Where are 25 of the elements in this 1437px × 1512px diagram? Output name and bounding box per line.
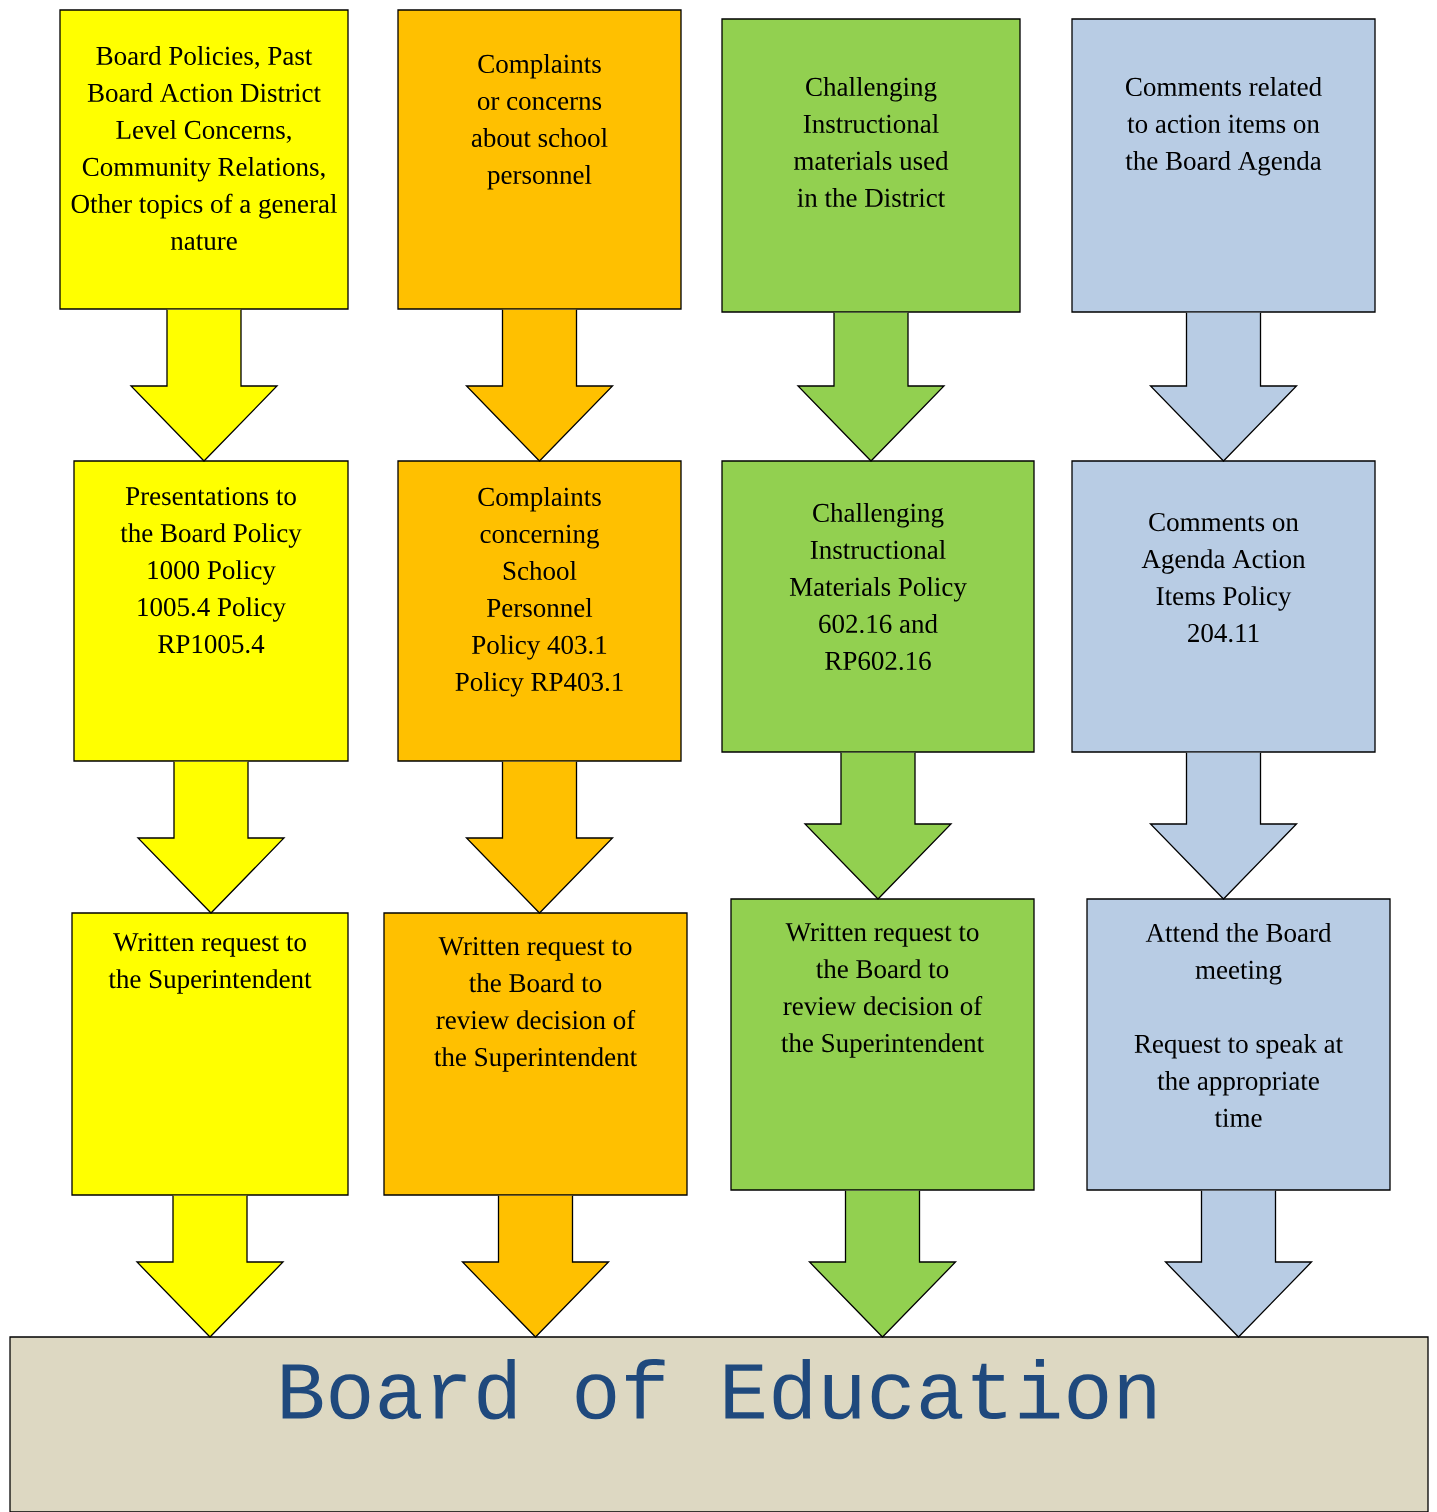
block-arrow <box>464 309 615 462</box>
board-box: Board of Education <box>9 1336 1429 1512</box>
process-box: Comments related to action items on the Board Agenda <box>1071 18 1376 313</box>
process-box: Complaints concerning School Personnel Policy 403.1 Policy RP403.1 <box>397 460 682 762</box>
block-arrow <box>464 761 615 914</box>
block-arrow <box>1163 1190 1314 1338</box>
process-box: Board Policies, Past Board Action District Level Concerns, Community Relations, Other topics of a general nature <box>59 9 349 310</box>
block-arrow <box>1148 312 1299 462</box>
process-box: Written request to the Board to review decision of the Superintendent <box>383 912 688 1196</box>
process-box: Comments on Agenda Action Items Policy 204.11 <box>1071 460 1376 753</box>
process-box: Challenging Instructional Materials Policy 602.16 and RP602.16 <box>721 460 1035 753</box>
block-arrow <box>136 761 286 914</box>
process-box: Challenging Instructional materials used in the District <box>721 18 1021 313</box>
block-arrow <box>129 309 279 462</box>
process-box: Written request to the Board to review decision of the Superintendent <box>730 898 1035 1191</box>
block-arrow <box>803 752 953 900</box>
block-arrow <box>1148 752 1299 900</box>
process-box: Written request to the Superintendent <box>71 912 349 1196</box>
block-arrow <box>796 312 946 462</box>
block-arrow <box>460 1195 611 1338</box>
process-box: Presentations to the Board Policy 1000 Policy 1005.4 Policy RP1005.4 <box>73 460 349 762</box>
block-arrow <box>807 1190 958 1338</box>
process-box: Complaints or concerns about school personnel <box>397 9 682 310</box>
process-box: Attend the Board meeting Request to speak at the appropriate time <box>1086 898 1391 1191</box>
block-arrow <box>135 1195 285 1338</box>
